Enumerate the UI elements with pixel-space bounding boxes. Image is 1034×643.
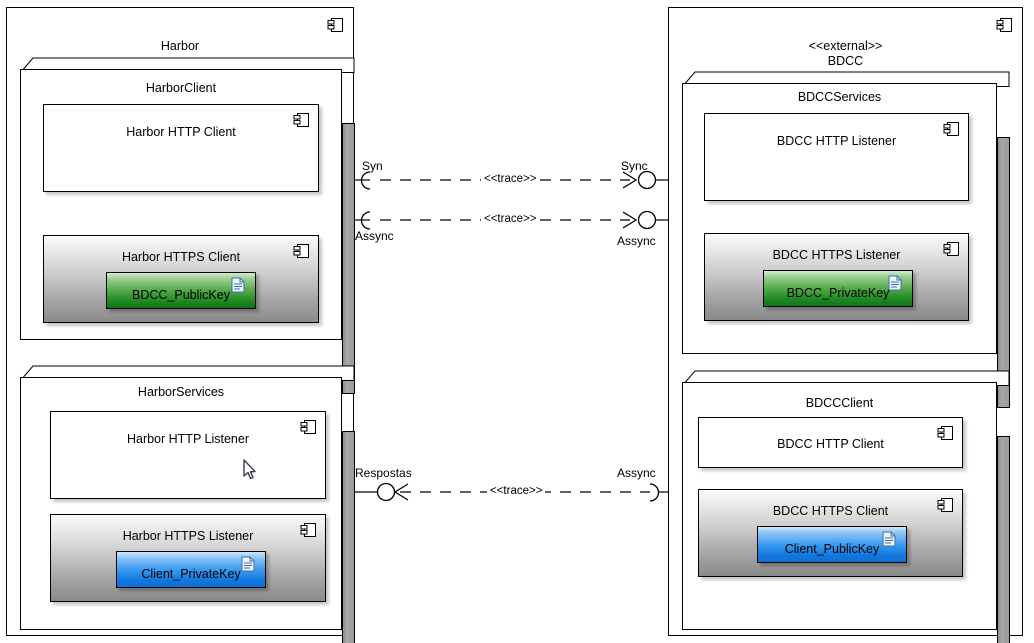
conn-assync-trace-label: <<trace>> bbox=[481, 213, 540, 226]
node-harborservices[interactable]: HarborServices Harbor HTTP Listener bbox=[10, 365, 355, 643]
document-icon bbox=[241, 556, 255, 577]
conn-syn-socket bbox=[360, 171, 371, 190]
artifact-bdcc-privatekey[interactable]: BDCC_PrivateKey bbox=[763, 270, 913, 307]
component-bdcc-https-listener[interactable]: BDCC HTTPS Listener BDCC_PrivateKey bbox=[704, 233, 969, 321]
node-harborclient[interactable]: HarborClient Harbor HTTP Client bbox=[10, 57, 355, 394]
component-icon bbox=[996, 17, 1013, 38]
component-icon bbox=[300, 522, 317, 543]
node-bdccclient-title: BDCCClient bbox=[805, 396, 874, 410]
conn-respostas-arrowhead bbox=[393, 483, 409, 501]
conn-assync-socket bbox=[360, 211, 371, 230]
component-harbor-https-client[interactable]: Harbor HTTPS Client BDCC_PublicKey bbox=[43, 235, 319, 323]
conn-respostas-socket bbox=[649, 483, 660, 502]
component-icon bbox=[943, 241, 960, 262]
artifact-client-publickey[interactable]: Client_PublicKey bbox=[757, 526, 907, 563]
component-bdcc-https-listener-title: BDCC HTTPS Listener bbox=[772, 248, 901, 262]
component-bdcc-http-client-title: BDCC HTTP Client bbox=[777, 437, 884, 451]
component-harbor-http-listener-title: Harbor HTTP Listener bbox=[126, 432, 250, 446]
conn-sync-ball bbox=[637, 170, 657, 190]
conn-respostas-ball bbox=[376, 482, 396, 502]
component-harbor-https-listener-title: Harbor HTTPS Listener bbox=[122, 529, 254, 543]
conn-syn-arrowhead bbox=[622, 171, 638, 189]
node-bdccclient[interactable]: BDCCClient BDCC HTTP Client BDC bbox=[672, 370, 1010, 643]
component-icon bbox=[937, 425, 954, 446]
artifact-client-privatekey[interactable]: Client_PrivateKey bbox=[116, 551, 266, 588]
component-bdcc-http-client[interactable]: BDCC HTTP Client bbox=[698, 417, 963, 468]
node-bdccclient-side bbox=[997, 436, 1010, 643]
conn-assync-arrowhead bbox=[622, 211, 638, 229]
document-icon bbox=[231, 277, 245, 298]
conn-assync-ball bbox=[637, 210, 657, 230]
artifact-client-publickey-label: Client_PublicKey bbox=[784, 542, 880, 556]
conn-respostas-right-label: Assync bbox=[617, 466, 656, 480]
component-harbor-http-client-title: Harbor HTTP Client bbox=[126, 125, 236, 139]
node-harborclient-side bbox=[342, 123, 355, 394]
artifact-bdcc-privatekey-label: BDCC_PrivateKey bbox=[786, 286, 890, 300]
component-harbor-http-listener[interactable]: Harbor HTTP Listener bbox=[50, 411, 326, 499]
conn-assync-left-label: Assync bbox=[355, 229, 394, 243]
component-icon bbox=[293, 112, 310, 133]
node-harborclient-title: HarborClient bbox=[145, 81, 217, 95]
artifact-bdcc-publickey-label: BDCC_PublicKey bbox=[132, 288, 230, 302]
component-bdcc-http-listener-title: BDCC HTTP Listener bbox=[776, 134, 897, 148]
node-bdccservices-side bbox=[997, 137, 1010, 408]
component-icon bbox=[937, 497, 954, 518]
node-harborservices-title: HarborServices bbox=[137, 385, 225, 399]
component-bdcc-https-client[interactable]: BDCC HTTPS Client Client_PublicKey bbox=[698, 489, 963, 577]
component-icon bbox=[300, 419, 317, 440]
artifact-client-privatekey-label: Client_PrivateKey bbox=[141, 567, 241, 581]
component-bdcc-https-client-title: BDCC HTTPS Client bbox=[772, 504, 889, 518]
document-icon bbox=[888, 275, 902, 296]
document-icon bbox=[882, 531, 896, 552]
component-harbor-https-listener[interactable]: Harbor HTTPS Listener Client_PrivateKey bbox=[50, 514, 326, 602]
conn-assync-right-label: Assync bbox=[617, 234, 656, 248]
node-bdccservices[interactable]: BDCCServices BDCC HTTP Listener bbox=[672, 71, 1010, 408]
conn-syn-trace-label: <<trace>> bbox=[481, 173, 540, 186]
node-bdccservices-title: BDCCServices bbox=[797, 90, 882, 104]
node-harborservices-side bbox=[342, 431, 355, 643]
artifact-bdcc-publickey[interactable]: BDCC_PublicKey bbox=[106, 272, 256, 309]
component-bdcc-http-listener[interactable]: BDCC HTTP Listener bbox=[704, 113, 969, 201]
component-harbor-https-client-title: Harbor HTTPS Client bbox=[121, 250, 241, 264]
conn-respostas-trace-label: <<trace>> bbox=[487, 485, 546, 498]
conn-respostas-left-label: Respostas bbox=[355, 466, 412, 480]
component-harbor-http-client[interactable]: Harbor HTTP Client bbox=[43, 104, 319, 192]
package-harbor-title: Harbor bbox=[160, 39, 200, 53]
component-icon bbox=[293, 243, 310, 264]
conn-syn-left-label: Syn bbox=[362, 159, 383, 173]
component-icon bbox=[943, 121, 960, 142]
component-icon bbox=[327, 17, 344, 38]
conn-sync-right-label: Sync bbox=[621, 159, 648, 173]
package-bdcc-title: <<external>> BDCC bbox=[808, 39, 883, 68]
